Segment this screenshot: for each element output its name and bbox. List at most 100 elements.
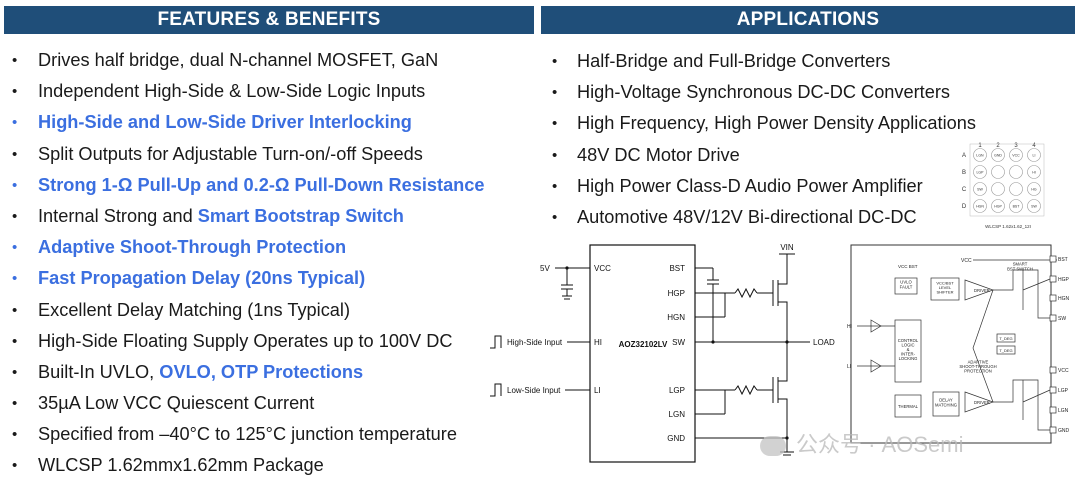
highlighted-text: High-Side and Low-Side Driver Interlocki… [38,112,412,133]
bullet-icon: • [552,115,558,133]
feature-text: Fast Propagation Delay (20ns Typical) [38,263,365,294]
pkg-ball-label: HG [1031,188,1037,192]
feature-text-part: Specified from –40°C to 125°C junction t… [38,424,457,445]
watermark: 公众号 · AOSemi [760,430,963,460]
pkg-ball-label: HI [1032,171,1036,175]
application-text: 48V DC Motor Drive [577,144,740,165]
pkg-ball [1009,148,1023,162]
pkg-ball-label: SW [977,188,983,192]
pkg-ball-label: VCC [1012,154,1020,158]
bd-pin-box [1049,366,1057,374]
feature-item: •High-Side and Low-Side Driver Interlock… [12,107,532,138]
mosfet-leads [778,342,788,452]
wechat-icon [760,436,786,457]
bd-pin-box [1049,294,1057,302]
pulse-icon [490,383,502,397]
pkg-row-label: B [962,170,966,176]
bd-tdeg: T_DEG [999,336,1012,341]
bd-pin-label: SW [1058,316,1066,322]
feature-text: 35µA Low VCC Quiescent Current [38,388,314,419]
chip-pin-label: LGN [669,410,686,419]
bullet-icon: • [12,52,18,69]
application-text: High Frequency, High Power Density Appli… [577,113,976,134]
pkg-ball [973,199,987,213]
bd-li: LI [847,364,851,370]
resistor [734,287,758,299]
ls-input-label: Low-Side Input [507,386,561,395]
highlighted-text: Adaptive Shoot-Through Protection [38,237,347,258]
bd-tdeg: T_DEG [999,348,1012,353]
feature-item: • Excellent Delay Matching (1ns Typical) [12,295,532,326]
bd-level-box [930,277,960,301]
watermark-text: 公众号 · AOSemi [796,432,964,457]
chip-pin-label: HGN [667,313,685,322]
bd-pin-box [1049,275,1057,283]
feature-text: WLCSP 1.62mmx1.62mm Package [38,450,324,481]
pkg-ball [1027,148,1041,162]
application-item: •High Power Class-D Audio Power Amplifie… [552,171,992,202]
bd-pin-label: BST [1058,257,1068,263]
chip-pin-label: HI [594,338,602,347]
feature-item: •WLCSP 1.62mmx1.62mm Package [12,450,532,481]
bullet-icon: • [12,301,18,319]
bullet-icon: • [12,145,18,163]
bullet-icon: • [552,53,558,70]
feature-item: •Specified from –40°C to 125°C junction … [12,419,532,450]
bd-driver-label: DRIVER [974,400,990,405]
pkg-ball-label: BST [1013,205,1021,209]
mosfet-leads [778,260,788,342]
pkg-ball [973,182,987,196]
feature-item: • Built-In UVLO, OVLO, OTP Protections [12,357,532,388]
pkg-ball [991,165,1005,179]
pkg-row-label: D [962,204,967,210]
application-item: • High Frequency, High Power Density Appl… [552,108,992,139]
bd-pin-label: LGP [1058,388,1069,394]
bullet-icon: • [12,332,18,350]
highlighted-text: Strong 1-Ω Pull-Up and 0.2-Ω Pull-Down R… [38,174,485,195]
highlighted-text: Fast Propagation Delay (20ns Typical) [38,268,366,289]
resistor [734,384,758,396]
feature-text-part: Excellent Delay Matching (1ns Typical) [38,299,351,320]
feature-text: Drives half bridge, dual N-channel MOSFE… [38,45,438,76]
pkg-caption: WLCSP 1.62x1.62_12I [985,224,1031,229]
pkg-col-label: 3 [1014,143,1018,149]
bd-pin-box [1049,426,1057,434]
pkg-ball-label: LI [1033,154,1036,158]
feature-text-part: Drives half bridge, dual N-channel MOSFE… [38,50,439,70]
application-item: •Half-Bridge and Full-Bridge Converters [552,46,992,77]
feature-text: Internal Strong and Smart Bootstrap Swit… [38,201,404,232]
pkg-ball-label: LGN [976,154,984,158]
bd-pin-box [1049,406,1057,414]
pkg-ball [1027,165,1041,179]
application-item: •Automotive 48V/12V Bi-directional DC-DC [552,202,992,233]
bd-uvlo-box [894,277,918,295]
bullet-icon: • [12,207,18,225]
chip-pin-label: LGP [669,386,685,395]
feature-text: Strong 1-Ω Pull-Up and 0.2-Ω Pull-Down R… [38,170,485,201]
feature-text-part: 35µA Low VCC Quiescent Current [38,393,315,414]
bd-tdeg-box [996,345,1016,355]
feature-item: • High-Side Floating Supply Operates up t… [12,326,532,357]
applications-list: •Half-Bridge and Full-Bridge Converters•… [552,46,992,233]
feature-item: •Independent High-Side & Low-Side Logic … [12,76,532,107]
pkg-ball-label: SW [1031,205,1037,209]
pkg-col-label: 4 [1032,143,1036,149]
highlighted-text: OVLO, OTP Protections [159,361,364,382]
feature-text: High-Side Floating Supply Operates up to… [38,326,453,357]
features-header: FEATURES & BENEFITS [4,6,534,34]
block-outline [850,244,1052,444]
application-item: •48V DC Motor Drive [552,140,992,171]
feature-text: High-Side and Low-Side Driver Interlocki… [38,107,412,138]
bd-pin-label: HGN [1058,296,1070,302]
pkg-ball-label: HGP [994,205,1002,209]
bd-pin-box [1049,386,1057,394]
feature-text-part: Independent High-Side & Low-Side Logic I… [38,81,426,102]
bd-thermal: THERMAL [898,404,919,409]
feature-text: Built-In UVLO, OVLO, OTP Protections [38,357,363,388]
vin-label: VIN [780,243,794,252]
chip-body [589,244,696,463]
bullet-icon: • [12,363,18,381]
bd-output-stage [993,379,1051,431]
